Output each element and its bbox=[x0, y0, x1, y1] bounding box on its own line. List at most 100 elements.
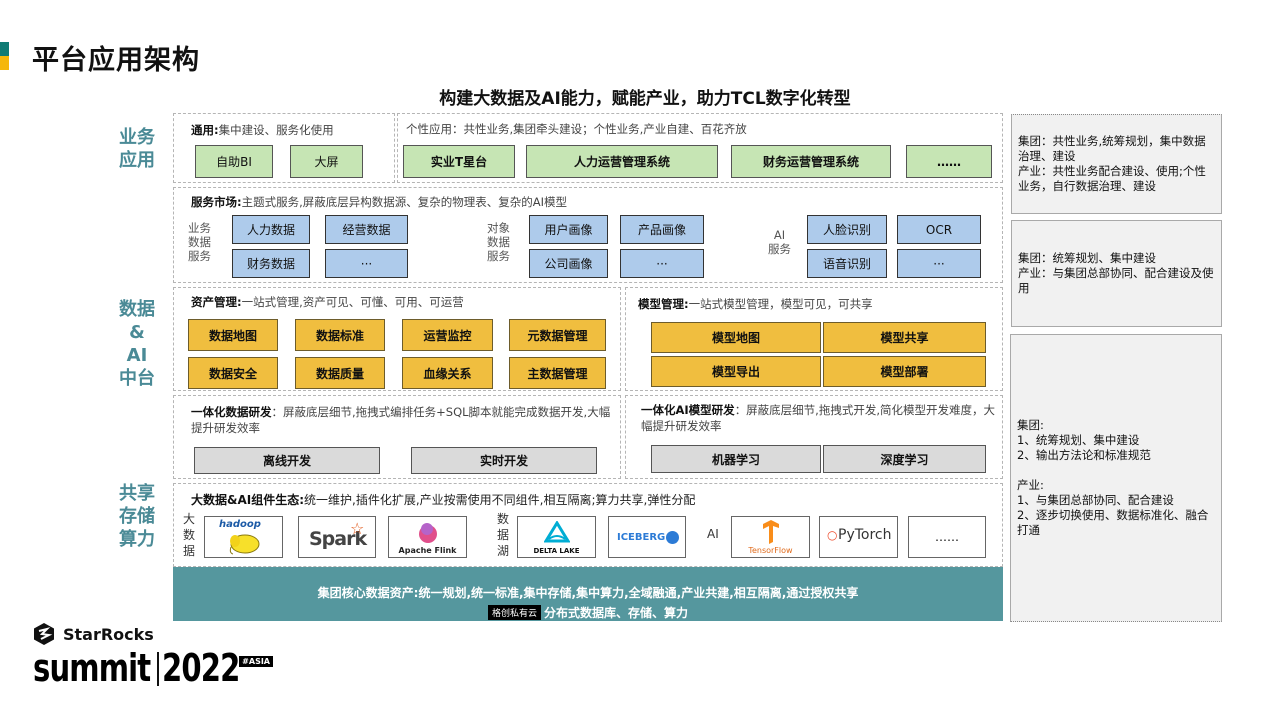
panel-data-dev: 一体化数据研发：屏蔽底层细节,拖拽式编排任务+SQL脚本就能完成数据开发,大幅提… bbox=[173, 395, 621, 479]
logo-pytorch[interactable]: ○ PyTorch bbox=[819, 516, 898, 558]
tensorflow-icon bbox=[763, 520, 779, 544]
panel-personalized-title: 个性应用：共性业务,集团牵头建设；个性业务,产业自建、百花齐放 bbox=[406, 122, 747, 136]
dev-machine-learning[interactable]: 机器学习 bbox=[651, 445, 821, 473]
service-face-recognition[interactable]: 人脸识别 bbox=[807, 215, 887, 244]
service-finance-data[interactable]: 财务数据 bbox=[232, 249, 310, 278]
panel-personalized-apps: 个性应用：共性业务,集团牵头建设；个性业务,产业自建、百花齐放 实业T星台 人力… bbox=[397, 113, 1003, 183]
service-speech-recognition[interactable]: 语音识别 bbox=[807, 249, 887, 278]
asset-data-standard[interactable]: 数据标准 bbox=[295, 319, 385, 351]
ai-dev-title: 一体化AI模型研发：屏蔽底层细节,拖拽式开发,简化模型开发难度，大幅提升研发效率 bbox=[641, 403, 995, 433]
delta-lake-label: DELTA LAKE bbox=[533, 547, 580, 555]
summit-divider bbox=[157, 652, 160, 686]
logo-flink[interactable]: Apache Flink bbox=[388, 516, 467, 558]
panel-common-title: 通用:集中建设、服务化使用 bbox=[191, 123, 334, 137]
label-ai-service: AI 服务 bbox=[768, 228, 791, 256]
service-business-more[interactable]: ··· bbox=[325, 249, 408, 278]
title-accent-teal bbox=[0, 42, 9, 56]
service-company-profile[interactable]: 公司画像 bbox=[529, 249, 608, 278]
layer-label-storage: 共享 存储 算力 bbox=[119, 483, 155, 550]
asset-ops-monitoring[interactable]: 运营监控 bbox=[402, 319, 493, 351]
dev-deep-learning[interactable]: 深度学习 bbox=[823, 445, 986, 473]
panel-model-management: 模型管理:一站式模型管理，模型可见，可共享 模型地图 模型共享 模型导出 模型部… bbox=[625, 287, 1003, 391]
starrocks-brand: StarRocks bbox=[63, 624, 154, 644]
service-product-profile[interactable]: 产品画像 bbox=[620, 215, 704, 244]
asset-master-data-management[interactable]: 主数据管理 bbox=[509, 357, 606, 389]
app-self-service-bi[interactable]: 自助BI bbox=[195, 145, 273, 178]
watermark-private-cloud: 格创私有云 bbox=[487, 605, 541, 620]
model-sharing[interactable]: 模型共享 bbox=[823, 322, 986, 353]
core-band-line1: 集团核心数据资产:统一规划,统一标准,集中存储,集中算力,全域融通,产业共建,相… bbox=[317, 586, 859, 600]
asset-lineage[interactable]: 血缘关系 bbox=[402, 357, 493, 389]
logo-hadoop[interactable]: hadoop bbox=[204, 516, 283, 558]
delta-lake-icon bbox=[544, 521, 570, 543]
app-more[interactable]: …… bbox=[906, 145, 992, 178]
model-management-title: 模型管理:一站式模型管理，模型可见，可共享 bbox=[638, 297, 873, 311]
service-hr-data[interactable]: 人力数据 bbox=[232, 215, 310, 244]
service-ai-more[interactable]: ··· bbox=[897, 249, 981, 278]
app-tstar[interactable]: 实业T星台 bbox=[403, 145, 515, 178]
label-business-data-service: 业务 数据 服务 bbox=[188, 221, 211, 263]
title-accent-yellow bbox=[0, 56, 9, 70]
asset-data-security[interactable]: 数据安全 bbox=[188, 357, 278, 389]
service-ocr[interactable]: OCR bbox=[897, 215, 981, 244]
page-title: 平台应用架构 bbox=[32, 45, 200, 76]
service-user-profile[interactable]: 用户画像 bbox=[529, 215, 608, 244]
summit-year: 2022 bbox=[162, 646, 240, 690]
pytorch-flame-icon: ○ bbox=[827, 528, 838, 542]
logo-more[interactable]: …… bbox=[908, 516, 986, 558]
asset-data-map[interactable]: 数据地图 bbox=[188, 319, 278, 351]
note-data-platform: 集团: 1、统筹规划、集中建设 2、输出方法论和标准规范 产业: 1、与集团总部… bbox=[1010, 334, 1222, 622]
app-hr-ops[interactable]: 人力运营管理系统 bbox=[526, 145, 718, 178]
panel-service-market: 服务市场:主题式服务,屏蔽底层异构数据源、复杂的物理表、复杂的AI模型 业务 数… bbox=[173, 187, 1003, 283]
logo-tensorflow[interactable]: TensorFlow bbox=[731, 516, 810, 558]
core-band-line2: 格创私有云 分布式数据库、存储、算力 bbox=[173, 604, 1003, 621]
flink-label: Apache Flink bbox=[398, 546, 457, 555]
spark-star-icon: ☆ bbox=[350, 519, 365, 538]
core-data-asset-band: 集团核心数据资产:统一规划,统一标准,集中存储,集中算力,全域融通,产业共建,相… bbox=[173, 567, 1003, 621]
label-object-data-service: 对象 数据 服务 bbox=[487, 221, 510, 263]
model-deployment[interactable]: 模型部署 bbox=[823, 356, 986, 387]
core-band-line2-text: 分布式数据库、存储、算力 bbox=[544, 606, 689, 620]
ecosystem-title: 大数据&AI组件生态:统一维护,插件化扩展,产业按需使用不同组件,相互隔离;算力… bbox=[191, 493, 696, 507]
panel-asset-management: 资产管理:一站式管理,资产可见、可懂、可用、可运营 数据地图 数据标准 运营监控… bbox=[173, 287, 621, 391]
data-dev-title: 一体化数据研发：屏蔽底层细节,拖拽式编排任务+SQL脚本就能完成数据开发,大幅提… bbox=[191, 405, 611, 435]
logo-iceberg[interactable]: ICEBERG bbox=[608, 516, 686, 558]
service-market-title: 服务市场:主题式服务,屏蔽底层异构数据源、复杂的物理表、复杂的AI模型 bbox=[191, 195, 568, 209]
service-operating-data[interactable]: 经营数据 bbox=[325, 215, 408, 244]
starrocks-hex-icon bbox=[34, 623, 54, 645]
note-service-market: 集团：统筹规划、集中建设 产业：与集团总部协同、配合建设及使用 bbox=[1011, 220, 1222, 327]
dev-realtime[interactable]: 实时开发 bbox=[411, 447, 597, 474]
label-data-lake: 数 据 湖 bbox=[497, 512, 510, 558]
summit-event: summit bbox=[33, 646, 151, 690]
panel-common-apps: 通用:集中建设、服务化使用 自助BI 大屏 bbox=[173, 113, 395, 183]
starrocks-logo: StarRocks bbox=[33, 622, 154, 646]
note-business-apps: 集团：共性业务,统筹规划，集中数据治理、建设 产业：共性业务配合建设、使用;个性… bbox=[1011, 114, 1222, 214]
model-map[interactable]: 模型地图 bbox=[651, 322, 821, 353]
subtitle: 构建大数据及AI能力，赋能产业，助力TCL数字化转型 bbox=[439, 89, 851, 109]
label-ai: AI bbox=[707, 527, 719, 541]
dev-offline[interactable]: 离线开发 bbox=[194, 447, 380, 474]
label-big-data: 大 数 据 bbox=[183, 512, 196, 558]
tensorflow-label: TensorFlow bbox=[748, 546, 793, 555]
app-finance-ops[interactable]: 财务运营管理系统 bbox=[731, 145, 891, 178]
app-big-screen[interactable]: 大屏 bbox=[290, 145, 363, 178]
asset-metadata-management[interactable]: 元数据管理 bbox=[509, 319, 606, 351]
service-object-more[interactable]: ··· bbox=[620, 249, 704, 278]
iceberg-globe-icon bbox=[666, 531, 679, 544]
panel-ecosystem: 大数据&AI组件生态:统一维护,插件化扩展,产业按需使用不同组件,相互隔离;算力… bbox=[173, 483, 1003, 567]
hadoop-label: hadoop bbox=[219, 519, 261, 530]
panel-ai-dev: 一体化AI模型研发：屏蔽底层细节,拖拽式开发,简化模型开发难度，大幅提升研发效率… bbox=[625, 395, 1003, 479]
logo-spark[interactable]: Spark ☆ bbox=[298, 516, 376, 558]
summit-tag: #ASIA bbox=[239, 656, 273, 667]
spark-label: Spark bbox=[309, 528, 367, 550]
layer-label-data-ai: 数据 & AI 中台 bbox=[119, 299, 155, 389]
hadoop-elephant-icon bbox=[229, 534, 260, 555]
layer-label-business: 业务 应用 bbox=[119, 127, 155, 171]
iceberg-label: ICEBERG bbox=[617, 532, 666, 543]
flink-squirrel-icon bbox=[419, 523, 437, 543]
asset-management-title: 资产管理:一站式管理,资产可见、可懂、可用、可运营 bbox=[191, 295, 464, 309]
logo-delta-lake[interactable]: DELTA LAKE bbox=[517, 516, 596, 558]
pytorch-label: PyTorch bbox=[838, 527, 892, 543]
asset-data-quality[interactable]: 数据质量 bbox=[295, 357, 385, 389]
model-export[interactable]: 模型导出 bbox=[651, 356, 821, 387]
